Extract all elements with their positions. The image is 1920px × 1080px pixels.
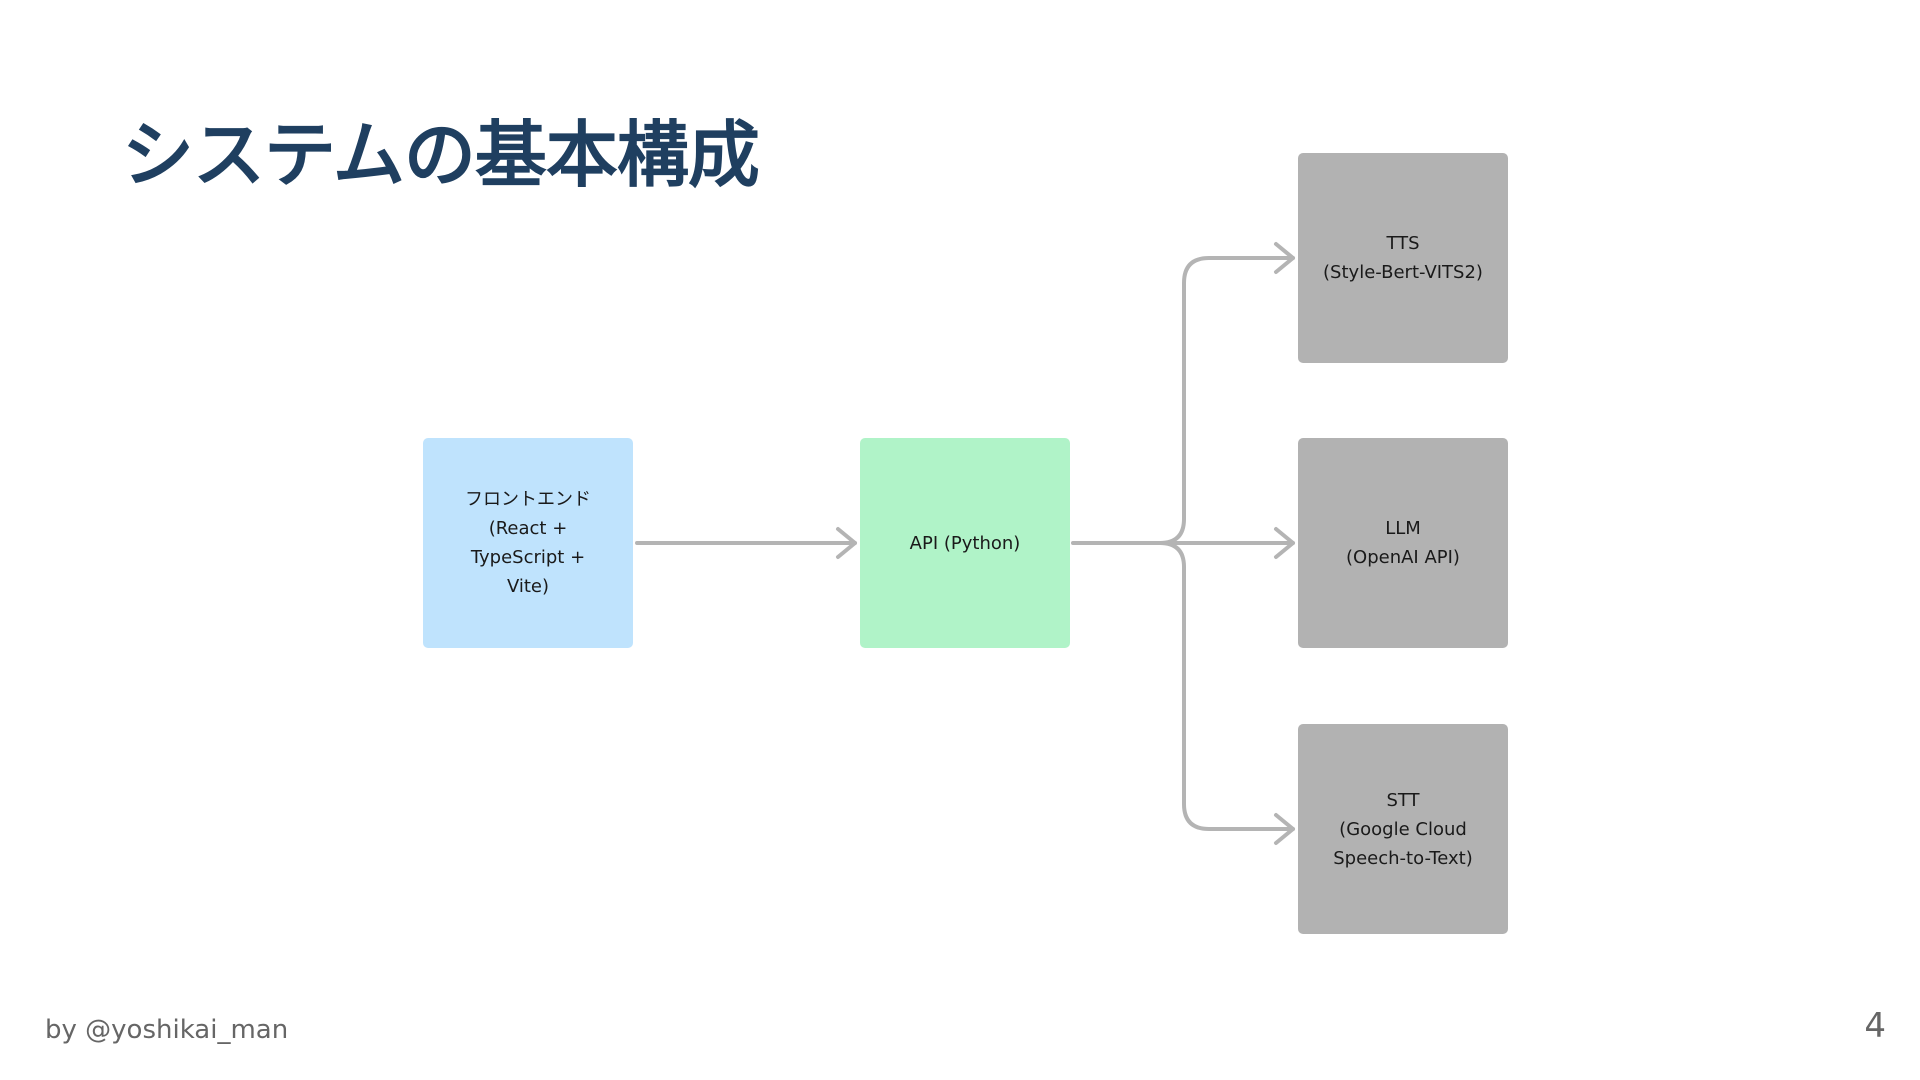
- edge-api-stt: [1158, 541, 1295, 845]
- footer-credit: by @yoshikai_man: [45, 1015, 289, 1045]
- node-tts-line-1: TTS: [1386, 233, 1420, 254]
- node-llm: LLM (OpenAI API): [1298, 438, 1508, 648]
- node-stt-line-3: Speech-to-Text): [1333, 847, 1473, 869]
- node-frontend-line-4: Vite): [506, 576, 550, 597]
- node-frontend-line-2: (React +: [488, 518, 568, 539]
- edge-frontend-api: [635, 527, 857, 559]
- node-frontend: フロントエンド (React + TypeScript + Vite): [423, 438, 633, 648]
- node-frontend-line-3: TypeScript +: [470, 547, 586, 568]
- edge-api-tts: [1158, 242, 1295, 545]
- node-stt-line-2: (Google Cloud: [1339, 818, 1467, 840]
- page-number: 4: [1864, 1006, 1886, 1046]
- node-api-line-1: API (Python): [909, 532, 1021, 554]
- slide-title: システムの基本構成: [122, 113, 760, 197]
- node-stt: STT (Google Cloud Speech-to-Text): [1298, 724, 1508, 934]
- node-tts-line-2: (Style-Bert-VITS2): [1323, 262, 1483, 283]
- edge-api-llm: [1071, 527, 1295, 559]
- node-frontend-line-1: フロントエンド: [465, 489, 591, 510]
- node-llm-line-1: LLM: [1385, 518, 1421, 539]
- node-llm-line-2: (OpenAI API): [1346, 547, 1460, 568]
- node-tts: TTS (Style-Bert-VITS2): [1298, 153, 1508, 363]
- node-stt-line-1: STT: [1386, 789, 1420, 811]
- node-api: API (Python): [860, 438, 1070, 648]
